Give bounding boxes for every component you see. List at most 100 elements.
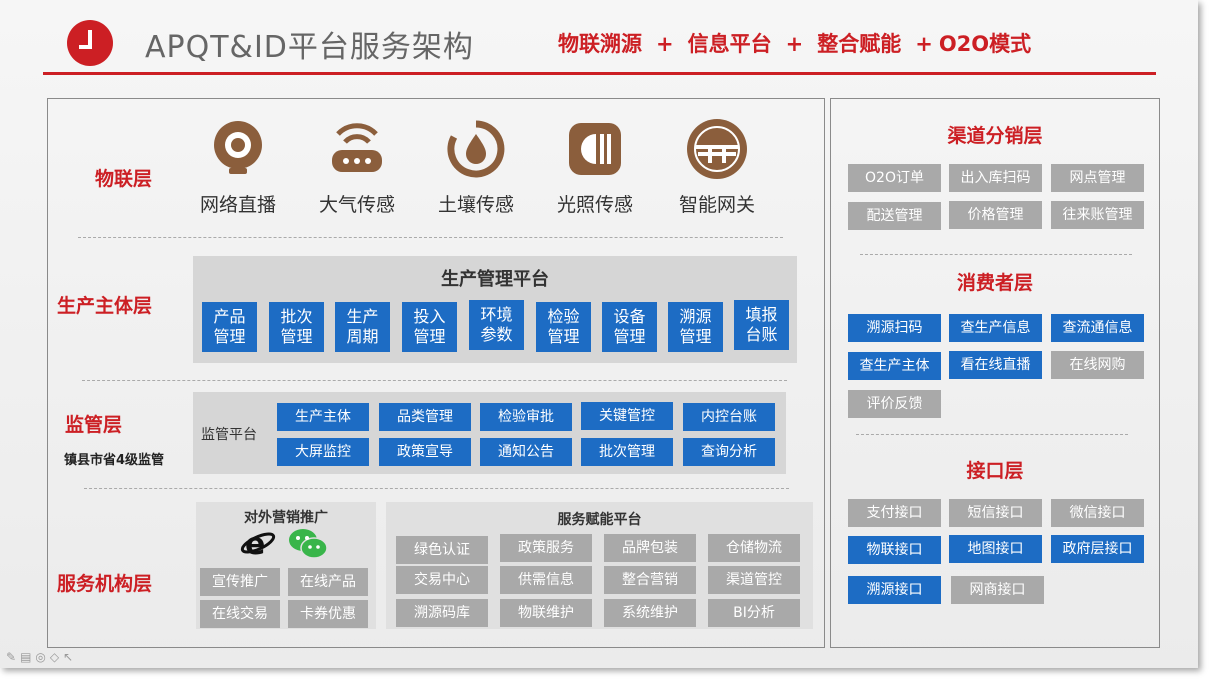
supervision-button[interactable]: 生产主体: [277, 403, 369, 431]
consumer-button[interactable]: 查流通信息: [1051, 314, 1144, 342]
service-button[interactable]: 渠道管控: [708, 566, 800, 594]
light-sensor-icon: [566, 120, 624, 178]
interface-button[interactable]: 溯源接口: [848, 576, 941, 604]
supervision-button[interactable]: 品类管理: [379, 403, 471, 431]
service-button[interactable]: 政策服务: [500, 534, 592, 562]
service-layer-label: 服务机构层: [57, 573, 153, 595]
consumer-button[interactable]: 溯源扫码: [848, 314, 941, 342]
iot-item-soil: 土壤传感: [421, 120, 531, 217]
supervision-button[interactable]: 通知公告: [480, 438, 572, 466]
supervision-button[interactable]: 检验审批: [480, 403, 572, 431]
service-button[interactable]: 绿色认证: [396, 536, 488, 564]
iot-item-webcam: 网络直播: [183, 120, 293, 217]
plus-sign: +: [785, 32, 804, 56]
production-button[interactable]: 生产 周期: [335, 302, 390, 352]
eraser-icon[interactable]: ◇: [49, 650, 64, 664]
production-button[interactable]: 批次 管理: [269, 302, 324, 352]
interface-button[interactable]: 支付接口: [848, 499, 941, 527]
channel-button[interactable]: 网点管理: [1051, 164, 1144, 192]
plus-sign: +: [656, 32, 674, 56]
divider: [860, 254, 1132, 255]
channel-button[interactable]: 出入库扫码: [949, 164, 1042, 192]
supervision-button[interactable]: 内控台账: [683, 403, 775, 431]
pen-icon[interactable]: ✎: [6, 650, 21, 664]
left-frame: [47, 98, 825, 648]
iot-item-label: 土壤传感: [437, 194, 514, 216]
interface-button[interactable]: 地图接口: [949, 535, 1042, 563]
service-button[interactable]: 品牌包装: [604, 534, 696, 562]
production-button[interactable]: 环境 参数: [469, 300, 524, 350]
production-button[interactable]: 溯源 管理: [668, 302, 723, 352]
slogan-part: O2O模式: [938, 32, 1032, 56]
channel-button[interactable]: 价格管理: [949, 201, 1042, 229]
service-button[interactable]: 交易中心: [396, 566, 488, 594]
clock-logo-icon: [67, 20, 113, 66]
zoom-icon[interactable]: ◎: [35, 650, 50, 664]
channel-button[interactable]: O2O订单: [848, 164, 941, 192]
supervision-button[interactable]: 批次管理: [581, 438, 673, 466]
marketing-button[interactable]: 卡券优惠: [288, 600, 368, 628]
consumer-button[interactable]: 看在线直播: [949, 351, 1042, 379]
channel-button[interactable]: 配送管理: [848, 202, 941, 230]
service-button[interactable]: 供需信息: [500, 566, 592, 594]
slogan-part: 整合赋能: [817, 32, 902, 56]
slide: APQT&ID平台服务架构 物联溯源+信息平台+整合赋能+O2O模式 物联层 网…: [0, 0, 1198, 668]
interface-button[interactable]: 政府层接口: [1051, 535, 1144, 563]
production-platform-title: 生产管理平台: [441, 269, 549, 290]
iot-item-label: 光照传感: [556, 194, 633, 216]
marketing-button[interactable]: 在线产品: [288, 568, 368, 596]
channel-button[interactable]: 往来账管理: [1051, 201, 1144, 229]
supervision-button[interactable]: 政策宣导: [379, 438, 471, 466]
interface-button[interactable]: 短信接口: [949, 499, 1042, 527]
production-button[interactable]: 填报 台账: [734, 300, 789, 350]
consumer-button[interactable]: 查生产主体: [848, 352, 941, 380]
interface-button[interactable]: 物联接口: [848, 536, 941, 564]
supervision-button[interactable]: 大屏监控: [277, 438, 369, 466]
ie-icon: e: [240, 526, 276, 562]
interface-button[interactable]: 微信接口: [1051, 499, 1144, 527]
service-button[interactable]: 溯源码库: [396, 599, 488, 627]
production-layer-label: 生产主体层: [57, 295, 153, 317]
consumer-button[interactable]: 评价反馈: [848, 390, 941, 418]
iot-item-label: 网络直播: [199, 194, 276, 216]
production-button[interactable]: 检验 管理: [536, 302, 591, 352]
webcam-icon: [209, 120, 267, 178]
pointer-icon[interactable]: ↖: [63, 650, 78, 664]
supervision-platform-label: 监管平台: [201, 427, 257, 443]
marketing-button[interactable]: 宣传推广: [200, 568, 280, 596]
divider: [78, 237, 783, 238]
slogan-part: 物联溯源: [558, 32, 642, 56]
service-button[interactable]: 系统维护: [604, 599, 696, 627]
production-button[interactable]: 设备 管理: [602, 302, 657, 352]
right-frame: [830, 98, 1160, 648]
plus-sign: +: [915, 32, 933, 56]
consumer-button[interactable]: 在线网购: [1051, 351, 1144, 379]
service-button[interactable]: 仓储物流: [708, 534, 800, 562]
divider: [82, 380, 787, 381]
slide-toolbar[interactable]: ✎▤◎◇↖: [6, 650, 77, 664]
service-button[interactable]: BI分析: [708, 599, 800, 627]
service-button[interactable]: 物联维护: [500, 599, 592, 627]
supervision-button[interactable]: 关键管控: [581, 402, 673, 430]
service-button[interactable]: 整合营销: [604, 566, 696, 594]
production-button[interactable]: 产品 管理: [202, 302, 257, 352]
interface-button[interactable]: 网商接口: [951, 576, 1044, 604]
supervision-button[interactable]: 查询分析: [683, 438, 775, 466]
consumer-button[interactable]: 查生产信息: [949, 314, 1042, 342]
gateway-icon: [687, 119, 747, 179]
iot-item-label: 智能网关: [678, 194, 755, 216]
production-platform-panel: 生产管理平台 产品 管理 批次 管理 生产 周期 投入 管理 环境 参数 检验 …: [193, 256, 797, 363]
supervision-note: 镇县市省4级监管: [64, 453, 165, 468]
marketing-title: 对外营销推广: [244, 510, 328, 526]
consumer-layer-label: 消费者层: [956, 272, 1033, 294]
production-button[interactable]: 投入 管理: [402, 302, 457, 352]
marketing-panel: 对外营销推广 e 宣传推广 在线产品 在线交易 卡券优惠: [196, 502, 376, 629]
water-drop-icon: [447, 120, 505, 178]
interface-layer-label: 接口层: [966, 460, 1024, 482]
page-title: APQT&ID平台服务架构: [145, 30, 474, 65]
header-divider: [43, 72, 1156, 75]
menu-icon[interactable]: ▤: [20, 650, 36, 664]
channel-layer-label: 渠道分销层: [947, 125, 1043, 147]
marketing-button[interactable]: 在线交易: [200, 600, 280, 628]
wifi-router-icon: [328, 120, 386, 178]
